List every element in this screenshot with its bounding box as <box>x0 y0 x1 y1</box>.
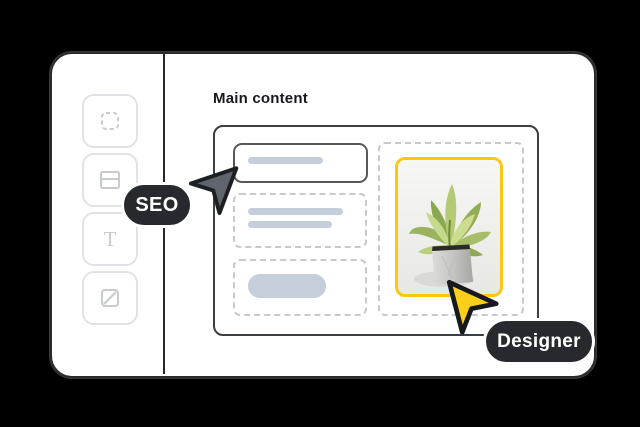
page-title: Main content <box>213 90 308 107</box>
designer-label: Designer <box>497 330 581 352</box>
section-icon <box>99 170 121 190</box>
button-placeholder <box>248 274 326 298</box>
text-placeholder-bar <box>248 221 332 228</box>
plant-photo <box>398 160 500 294</box>
seo-label-pill: SEO <box>121 182 193 228</box>
marquee-icon <box>100 111 120 131</box>
tool-button-image[interactable] <box>82 271 138 325</box>
designer-cursor-icon <box>426 262 505 341</box>
text-block[interactable] <box>233 193 367 248</box>
designer-label-pill: Designer <box>483 318 595 365</box>
tool-button-select[interactable] <box>82 94 138 148</box>
selected-plant-image[interactable] <box>395 157 503 297</box>
image-icon <box>100 288 120 308</box>
text-placeholder-bar <box>248 208 343 215</box>
heading-placeholder-bar <box>248 157 323 164</box>
tool-button-section[interactable] <box>82 153 138 207</box>
seo-label: SEO <box>135 193 179 216</box>
text-icon: T <box>103 226 117 251</box>
seo-cursor-icon <box>183 147 257 221</box>
